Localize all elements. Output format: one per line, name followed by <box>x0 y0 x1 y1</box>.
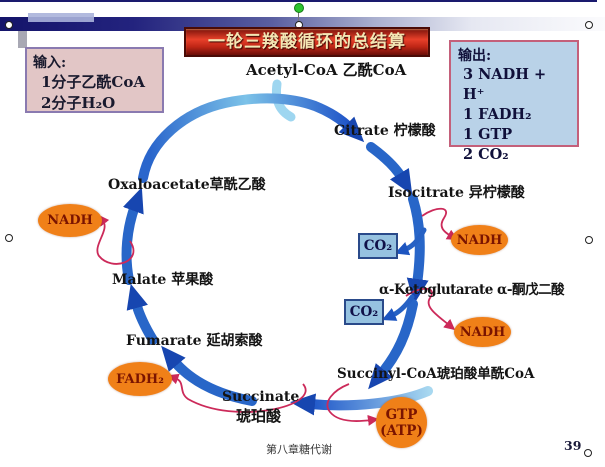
label-acetyl-coa: Acetyl-CoA 乙酰CoA <box>246 61 407 79</box>
arrow-akg-to-succinylcoa <box>368 299 418 390</box>
output-line-co2: 2 CO₂ <box>463 146 509 163</box>
arrow-to-co2-bottom <box>381 294 415 321</box>
input-summary-box[interactable]: 输入: 1分子乙酰CoA 2分子H₂O <box>25 47 164 113</box>
output-summary-box[interactable]: 输出: 3 NADH + H⁺ 1 FADH₂ 1 GTP 2 CO₂ <box>449 40 579 163</box>
gray-tab-shape <box>18 31 27 48</box>
input-line-water: 2分子H₂O <box>41 94 116 112</box>
gtp-text: GTP <box>385 406 418 423</box>
arrow-fumarate-to-malate <box>126 283 158 345</box>
label-citrate: Citrate 柠檬酸 <box>334 123 436 139</box>
arrow-to-fadh2 <box>167 373 307 413</box>
label-isocitrate: Isocitrate 异柠檬酸 <box>388 185 525 201</box>
nadh-text: NADH <box>459 324 506 340</box>
label-alpha-ketoglutarate: α-Ketoglutarate α-酮戊二酸 <box>379 282 565 298</box>
arrow-to-nadh-left <box>96 214 135 265</box>
output-line-nadh: 3 NADH + H⁺ <box>463 66 547 103</box>
arrow-succinate-to-fumarate <box>161 345 257 406</box>
co2-text: CO₂ <box>363 238 393 254</box>
co2-box-top[interactable]: CO₂ <box>358 233 398 259</box>
rotate-handle-icon[interactable] <box>294 3 304 13</box>
footer-page-number: 39 <box>564 438 582 453</box>
arrow-citrate-to-isocitrate <box>366 142 413 196</box>
output-box-heading: 输出: <box>458 48 492 64</box>
arrow-to-co2-top <box>394 227 427 256</box>
output-line-fadh2: 1 FADH₂ <box>463 106 532 123</box>
nadh-badge-right-bottom[interactable]: NADH <box>454 317 511 347</box>
nadh-badge-right-top[interactable]: NADH <box>451 225 508 255</box>
top-border-line <box>0 0 597 2</box>
resize-handle-top-right[interactable] <box>585 21 593 29</box>
label-malate: Malate 苹果酸 <box>112 272 214 288</box>
arrow-oaa-to-citrate <box>138 93 365 183</box>
co2-box-bottom[interactable]: CO₂ <box>344 299 384 325</box>
rotation-handle-stem <box>298 12 299 25</box>
output-line-gtp: 1 GTP <box>463 126 513 143</box>
input-line-acetylcoa: 1分子乙酰CoA <box>41 73 146 91</box>
gradient-bar-highlight <box>28 13 94 22</box>
label-succinyl-coa: Succinyl-CoA琥珀酸单酰CoA <box>337 366 535 382</box>
arrow-succinylcoa-to-succinate <box>290 386 433 416</box>
fadh2-badge[interactable]: FADH₂ <box>108 362 172 396</box>
resize-handle-top-left[interactable] <box>5 21 13 29</box>
co2-text: CO₂ <box>349 304 379 320</box>
atp-text: (ATP) <box>380 422 423 439</box>
resize-handle-middle-right[interactable] <box>585 236 593 244</box>
resize-handle-bottom-right[interactable] <box>584 449 592 457</box>
gtp-atp-badge[interactable]: GTP (ATP) <box>376 397 427 448</box>
label-succinate-zh: 琥珀酸 <box>236 407 282 425</box>
arrow-to-nadh-right-bottom <box>405 287 456 331</box>
arrow-to-nadh-right-top <box>421 207 458 240</box>
arrow-to-gtp <box>326 383 379 426</box>
nadh-text: NADH <box>456 232 503 248</box>
nadh-badge-left[interactable]: NADH <box>38 204 102 237</box>
label-oxaloacetate: Oxaloacetate草酰乙酸 <box>108 177 266 193</box>
footer-chapter-text: 第八章糖代谢 <box>266 443 332 456</box>
resize-handle-middle-left[interactable] <box>5 234 13 242</box>
label-succinate-en: Succinate <box>222 389 300 405</box>
fadh2-text: FADH₂ <box>116 371 164 387</box>
slide-title-banner[interactable]: 一轮三羧酸循环的总结算 <box>184 27 430 57</box>
slide-title: 一轮三羧酸循环的总结算 <box>208 32 406 52</box>
input-box-heading: 输入: <box>33 55 67 71</box>
label-fumarate: Fumarate 延胡索酸 <box>126 333 263 349</box>
nadh-text: NADH <box>47 213 93 228</box>
arrow-malate-to-oaa <box>121 187 144 285</box>
